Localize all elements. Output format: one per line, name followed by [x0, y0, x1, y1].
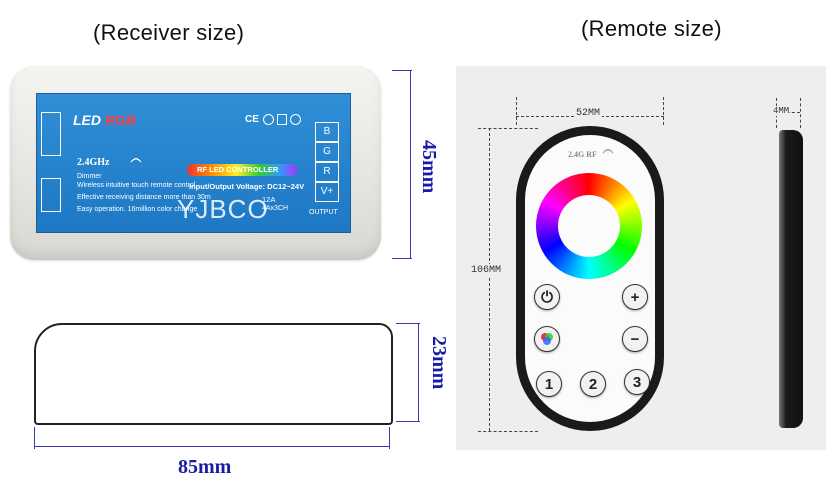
- freq-label: 2.4GHz: [77, 157, 110, 168]
- power-icon: ⏻: [541, 288, 553, 306]
- output-label: OUTPUT: [309, 209, 338, 216]
- watermark: YJBCO: [177, 194, 269, 224]
- remote-dim-line-height: [489, 128, 490, 431]
- cert-circle-icon: [263, 114, 274, 125]
- remote-dim-tick-left: [516, 97, 518, 125]
- channels-text: 4Ax3CH: [262, 205, 289, 212]
- brand-led-text: LED: [73, 112, 101, 128]
- zone-2-label: 2: [588, 375, 598, 393]
- dim-line-height: [410, 70, 411, 259]
- bullet-3: Effective receiving distance more than 3…: [77, 194, 211, 201]
- remote-thick-tick-right: [800, 98, 801, 128]
- power-terminal-2: [41, 178, 61, 212]
- dim-tick-side-top: [396, 323, 420, 324]
- terminal-g: G: [315, 142, 339, 162]
- plus-icon: +: [630, 288, 640, 306]
- receiver-width-label: 85mm: [178, 456, 232, 478]
- power-terminal: [41, 112, 61, 156]
- dim-tick-top: [392, 70, 412, 71]
- cert-circle-icon-2: [290, 114, 301, 125]
- remote-wireless-icon: [602, 149, 614, 154]
- wireless-icon: [130, 158, 142, 163]
- ce-mark: CE: [245, 114, 259, 125]
- remote-height-label: 106MM: [470, 264, 503, 277]
- terminal-b: B: [315, 122, 339, 142]
- zone-3-label: 3: [632, 373, 642, 391]
- remote-dim-tick-top: [478, 128, 538, 129]
- brand-rgb-text: RGB: [104, 112, 137, 128]
- terminal-v: V+: [315, 182, 339, 202]
- plus-button[interactable]: +: [622, 284, 648, 310]
- dim-tick-bottom: [392, 258, 412, 259]
- dim-line-thickness: [418, 323, 419, 422]
- controller-badge-text: RF LED CONTROLLER: [197, 165, 279, 174]
- receiver-brand: LED RGB: [73, 112, 136, 128]
- color-wheel-center: [558, 195, 620, 257]
- dim-tick-width-left: [34, 427, 35, 449]
- bullet-4: Easy operation. 16million color change: [77, 206, 198, 213]
- remote-side-profile: [779, 130, 803, 428]
- zone-2-button[interactable]: 2: [580, 371, 606, 397]
- current-text: 12A: [262, 195, 276, 204]
- bin-icon: [277, 114, 287, 125]
- remote-thickness-label: 4MM: [773, 106, 790, 116]
- zone-1-button[interactable]: 1: [536, 371, 562, 397]
- minus-icon: −: [630, 330, 640, 348]
- dim-line-width: [34, 446, 390, 447]
- receiver-size-heading: (Receiver size): [93, 20, 245, 45]
- zone-1-label: 1: [544, 375, 554, 393]
- power-button[interactable]: ⏻: [534, 284, 560, 310]
- remote-dim-tick-right: [663, 97, 665, 125]
- receiver-height-label: 45mm: [418, 140, 440, 194]
- bullet-1: Dimmer: [77, 173, 102, 180]
- remote-size-heading: (Remote size): [581, 16, 722, 41]
- bullet-2: Wireless intuitive touch remote control: [77, 182, 196, 189]
- voltage-text: Input/Output Voltage: DC12~24V: [189, 182, 305, 191]
- dim-tick-side-bottom: [396, 421, 420, 422]
- rgb-button[interactable]: [534, 326, 560, 352]
- controller-badge: [187, 164, 297, 176]
- receiver-label-sticker: LED RGB CE 2.4GHz Dimmer Wireless intuit…: [36, 93, 351, 233]
- receiver-side-view: [34, 323, 393, 425]
- terminal-r: R: [315, 162, 339, 182]
- receiver-thickness-label: 23mm: [428, 336, 450, 390]
- zone-3-button[interactable]: 3: [624, 369, 650, 395]
- remote-width-label: 52MM: [574, 108, 603, 119]
- rgb-icon: [541, 333, 553, 345]
- remote-dim-tick-bottom: [478, 431, 538, 432]
- dim-tick-width-right: [389, 427, 390, 449]
- minus-button[interactable]: −: [622, 326, 648, 352]
- remote-rf-label: 2.4G RF: [568, 150, 597, 159]
